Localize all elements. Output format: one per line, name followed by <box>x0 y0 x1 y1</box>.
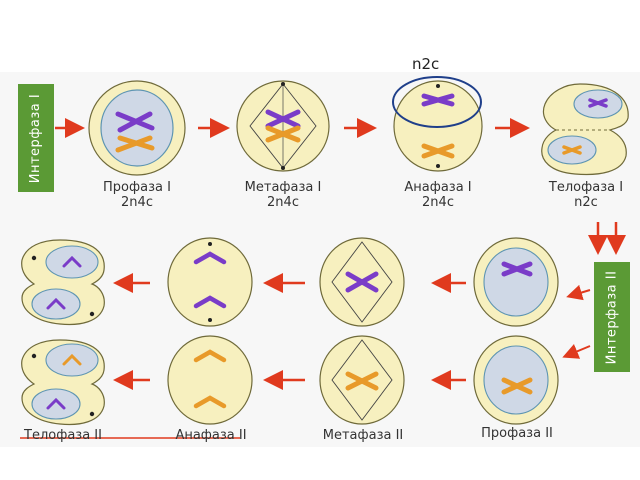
stage-label-anaphase-1: Анафаза I 2n4c <box>393 180 483 210</box>
cell-metaphase-2-top <box>319 237 405 327</box>
stage-name: Профаза I <box>103 180 171 195</box>
arrow-int2-top <box>566 284 591 301</box>
stage-label-prophase-2: Профаза II <box>481 426 553 441</box>
stage-label-anaphase-2: Анафаза II <box>175 428 247 443</box>
stage-formula: 2n4c <box>267 195 299 210</box>
stage-label-telophase-1: Телофаза I n2c <box>540 180 632 210</box>
interphase-2-text: Интерфаза II <box>604 270 620 364</box>
interphase-1-text: Интерфаза I <box>28 93 44 183</box>
cell-anaphase-2-top <box>167 237 253 327</box>
stage-formula: 2n4c <box>422 195 454 210</box>
arrow-int2-bottom <box>562 344 591 359</box>
stage-label-metaphase-1: Метафаза I 2n4c <box>236 180 330 210</box>
cell-telophase-2-top <box>21 239 105 326</box>
stage-label-telophase-2: Телофаза II <box>24 428 102 443</box>
stage-name: Метафаза I <box>244 180 322 195</box>
stage-label-metaphase-2: Метафаза II <box>322 428 404 443</box>
highlight-ellipse <box>392 76 482 128</box>
cell-prophase-1 <box>88 80 186 176</box>
stage-formula: n2c <box>574 195 598 210</box>
cell-prophase-2-top <box>473 237 559 327</box>
cell-metaphase-2-bottom <box>319 335 405 425</box>
cell-anaphase-2-bottom <box>167 335 253 425</box>
stage-formula: 2n4c <box>121 195 153 210</box>
stage-name: Анафаза I <box>404 180 472 195</box>
interphase-1-label: Интерфаза I <box>18 84 54 192</box>
cell-prophase-2-bottom <box>473 335 559 425</box>
cell-telophase-1 <box>541 83 629 176</box>
interphase-2-label: Интерфаза II <box>594 262 630 372</box>
cell-metaphase-1 <box>236 80 330 172</box>
annotation-n2c: n2c <box>412 55 440 73</box>
stage-label-prophase-1: Профаза I 2n4c <box>92 180 182 210</box>
cell-telophase-2-bottom <box>21 339 105 426</box>
stage-name: Телофаза I <box>548 180 624 195</box>
